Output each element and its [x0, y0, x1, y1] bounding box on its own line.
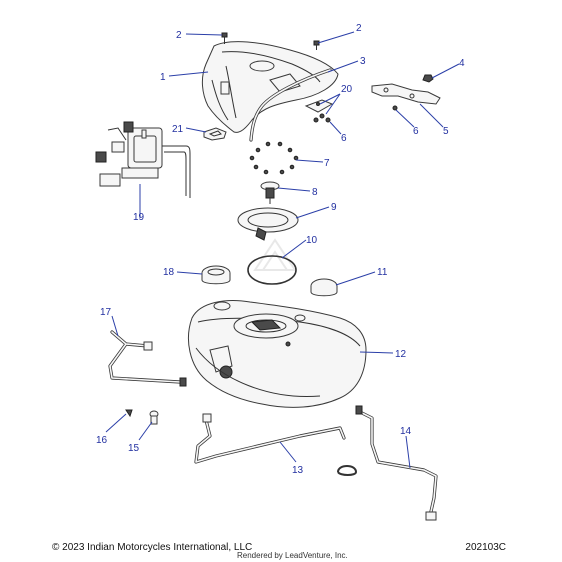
part-8-valve[interactable] — [260, 181, 280, 204]
callout-17[interactable]: 17 — [100, 307, 112, 318]
callout-20[interactable]: 20 — [341, 84, 353, 95]
callout-5[interactable]: 5 — [443, 126, 449, 137]
part-17-vent-hose[interactable] — [108, 330, 187, 387]
callout-16[interactable]: 16 — [96, 435, 108, 446]
callout-12[interactable]: 12 — [395, 349, 407, 360]
callout-15[interactable]: 15 — [128, 443, 140, 454]
callout-19[interactable]: 19 — [133, 212, 145, 223]
part-21-gasket[interactable] — [203, 127, 227, 141]
part-16-clip[interactable] — [125, 409, 133, 418]
part-5-bracket[interactable] — [371, 83, 441, 105]
part-6-screw-right[interactable] — [392, 105, 398, 111]
part-14-hose[interactable] — [355, 405, 438, 521]
part-3-trim-strip[interactable] — [249, 68, 332, 142]
part-10-o-ring[interactable] — [247, 255, 297, 285]
diagram-code: 202103C — [465, 542, 506, 553]
part-6-screws-center[interactable] — [313, 113, 331, 123]
part-12-fuel-tank[interactable] — [188, 300, 367, 408]
part-13-fuel-line[interactable] — [194, 413, 346, 464]
callout-1[interactable]: 1 — [160, 72, 166, 83]
callout-18[interactable]: 18 — [163, 267, 175, 278]
callout-6-center[interactable]: 6 — [341, 133, 347, 144]
hose-clip[interactable] — [337, 465, 358, 476]
callout-9[interactable]: 9 — [331, 202, 337, 213]
part-18-fuel-cap[interactable] — [201, 265, 231, 285]
callout-4[interactable]: 4 — [459, 58, 465, 69]
callout-11[interactable]: 11 — [377, 267, 388, 278]
part-7-screw-set[interactable] — [249, 141, 299, 175]
part-19-fuel-pump-assembly[interactable] — [95, 121, 191, 198]
part-20-clip-bracket[interactable] — [304, 99, 334, 113]
callout-2-right[interactable]: 2 — [356, 23, 362, 34]
callout-21[interactable]: 21 — [172, 124, 184, 135]
part-1-console-cover[interactable] — [201, 41, 339, 133]
callout-8[interactable]: 8 — [312, 187, 318, 198]
callout-2-left[interactable]: 2 — [176, 30, 182, 41]
callout-labels: 2 2 1 3 4 20 5 6 6 21 7 8 9 10 18 11 12 … — [96, 23, 465, 476]
part-4-nut[interactable] — [422, 74, 434, 83]
callout-10[interactable]: 10 — [306, 235, 318, 246]
part-15-fitting[interactable] — [149, 410, 159, 425]
callout-leaders — [105, 31, 460, 469]
rendered-by-credit: Rendered by LeadVenture, Inc. — [237, 551, 348, 560]
callout-6-right[interactable]: 6 — [413, 126, 419, 137]
callout-3[interactable]: 3 — [360, 56, 366, 67]
part-11-gauge-cap[interactable] — [310, 278, 338, 297]
callout-13[interactable]: 13 — [292, 465, 304, 476]
part-9-lock-ring[interactable] — [237, 207, 299, 241]
part-2-screw-right[interactable] — [313, 40, 320, 50]
callout-14[interactable]: 14 — [400, 426, 412, 437]
callout-7[interactable]: 7 — [324, 158, 330, 169]
copyright-notice: © 2023 Indian Motorcycles International,… — [52, 542, 253, 553]
